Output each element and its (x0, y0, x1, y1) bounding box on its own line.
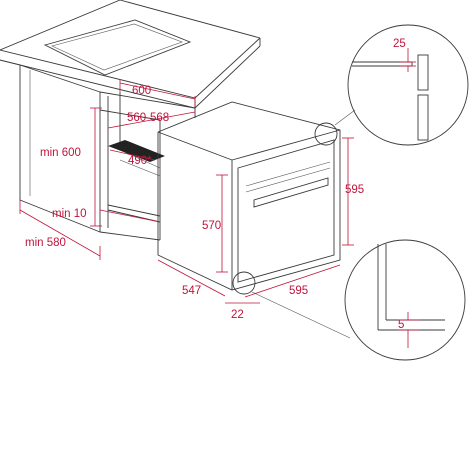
ventilation-cutout (108, 140, 165, 162)
label-detail-5: 5 (398, 319, 404, 331)
detail-bubble-top (347, 24, 469, 146)
detail-bubble-bottom (344, 239, 466, 361)
detail-marker-top (314, 122, 338, 146)
label-niche-width: 560-568 (127, 112, 169, 124)
label-min-580: min 580 (25, 237, 66, 249)
label-front-offset-22: 22 (231, 309, 244, 321)
label-oven-width-595: 595 (289, 285, 308, 297)
hob-cutout (43, 19, 192, 76)
label-oven-height-595: 595 (345, 184, 364, 196)
label-cutout-490: 490* (128, 155, 152, 167)
label-oven-height-570: 570 (202, 220, 221, 232)
detail-marker-bottom (232, 271, 256, 295)
label-niche-height: min 600 (40, 147, 81, 159)
label-oven-depth-547: 547 (182, 285, 201, 297)
dimension-lines (19, 80, 354, 304)
oven-body (157, 101, 341, 291)
label-detail-25: 25 (393, 38, 406, 50)
worktop (0, 0, 261, 109)
left-cabinet (0, 59, 101, 233)
label-min-10: min 10 (52, 208, 87, 220)
label-niche-depth: 600 (132, 85, 151, 97)
